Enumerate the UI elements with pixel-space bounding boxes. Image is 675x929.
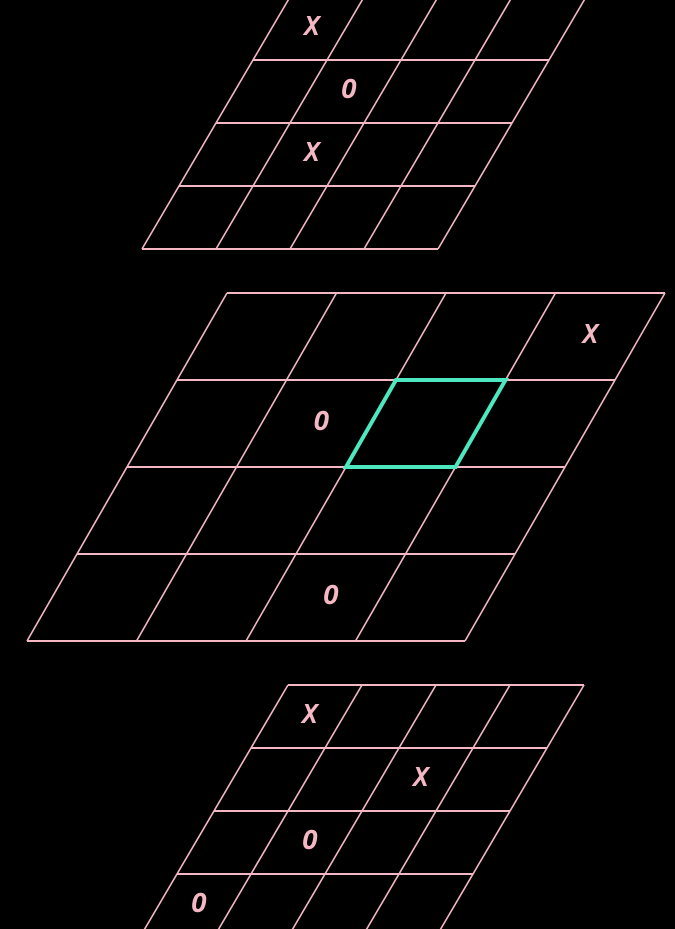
grid-line-slanted [135, 292, 338, 642]
o-mark: O [341, 75, 357, 105]
grid-line-slanted [365, 684, 511, 929]
x-mark: X [300, 700, 320, 730]
grid-line-slanted [437, 0, 586, 250]
board-layer-bottom: X X O O [143, 684, 585, 929]
grid-line-slanted [289, 0, 438, 250]
x-mark: X [581, 320, 601, 350]
grid-line-slanted [215, 0, 364, 250]
x-mark: X [302, 12, 322, 42]
selected-cell-outline [342, 378, 509, 469]
grid-line-slanted [217, 684, 363, 929]
grid-line-slanted [439, 684, 585, 929]
o-mark: O [323, 581, 339, 611]
grid-line-slanted [26, 292, 228, 642]
grid-line-slanted [464, 292, 666, 642]
board-layer-top: X O X [141, 0, 586, 250]
o-mark: O [302, 826, 318, 856]
cursor-highlight [342, 378, 509, 469]
grid-line-slanted [143, 684, 289, 929]
x-mark: X [302, 138, 322, 168]
grid-line-slanted [363, 0, 512, 250]
x-mark: X [411, 763, 431, 793]
o-mark: O [191, 889, 207, 919]
grid-line-slanted [291, 684, 437, 929]
grid-line-slanted [141, 0, 290, 250]
o-mark: O [314, 407, 330, 437]
